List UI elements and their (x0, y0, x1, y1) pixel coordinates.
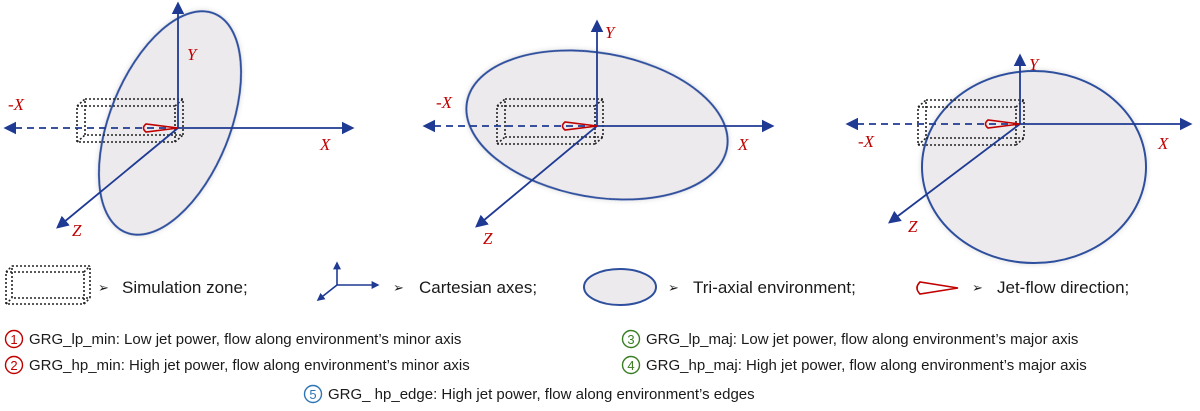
case-number: 1 (10, 332, 17, 347)
case-item: 1 GRG_lp_min: Low jet power, flow along e… (4, 329, 461, 349)
legend: ➢ Simulation zone; ➢ Cartesian axes; ➢ T… (5, 261, 1129, 306)
neg-x-axis-label: -X (436, 93, 453, 112)
x-axis-label: X (319, 135, 331, 154)
jet-flow-icon (984, 119, 1021, 129)
case-number: 2 (10, 358, 17, 373)
ellipse-icon (583, 268, 657, 306)
jet-flow-icon (142, 123, 179, 133)
triaxial-environment-ellipse (97, 10, 243, 236)
legend-label: Jet-flow direction; (997, 278, 1129, 297)
case-description: GRG_ hp_edge: High jet power, flow along… (328, 386, 755, 403)
case-description: GRG_lp_maj: Low jet power, flow along en… (646, 331, 1078, 348)
jet-flow-icon (561, 121, 598, 131)
case-number-circle-icon (621, 329, 641, 349)
legend-bullet: ➢ (972, 281, 983, 296)
case-number-circle-icon (4, 355, 24, 375)
neg-x-axis-label: -X (858, 132, 875, 151)
legend-item-triaxial-environment: ➢ Tri-axial environment; (583, 268, 856, 306)
case-number: 4 (627, 358, 634, 373)
x-axis-label: X (737, 135, 749, 154)
legend-item-jet-flow: ➢ Jet-flow direction; (916, 278, 1129, 297)
legend-bullet: ➢ (98, 281, 109, 296)
simulation-zone-box (76, 98, 184, 143)
legend-label: Tri-axial environment; (693, 278, 856, 297)
legend-label: Cartesian axes; (419, 278, 537, 297)
z-axis-label: Z (483, 229, 493, 248)
case-item: 4 GRG_hp_maj: High jet power, flow along … (621, 355, 1087, 375)
cartesian-axes (422, 19, 775, 228)
z-axis (475, 125, 598, 228)
panel-major-axis: X -X Y Z (422, 19, 775, 248)
legend-label: Simulation zone; (122, 278, 248, 297)
case-number-circle-icon (621, 355, 641, 375)
case-list: 1 GRG_lp_min: Low jet power, flow along e… (4, 329, 1087, 404)
z-axis-label: Z (908, 217, 918, 236)
case-number: 5 (309, 387, 316, 402)
case-description: GRG_hp_min: High jet power, flow along e… (29, 357, 470, 374)
legend-item-simulation-zone: ➢ Simulation zone; (5, 265, 248, 305)
panel-minor-axis: X -X Y Z (3, 1, 355, 240)
case-description: GRG_hp_maj: High jet power, flow along e… (646, 357, 1087, 374)
z-axis-label: Z (72, 221, 82, 240)
dotted-box-icon (5, 265, 91, 305)
neg-x-axis-label: -X (8, 95, 25, 114)
cartesian-axes (3, 1, 355, 229)
case-number: 3 (627, 332, 634, 347)
x-axis-label: X (1157, 134, 1169, 153)
z-axis (56, 127, 179, 229)
y-axis-label: Y (1029, 55, 1040, 74)
cartesian-axes (845, 53, 1193, 224)
triaxial-environment-ellipse (921, 70, 1147, 264)
legend-item-cartesian-axes: ➢ Cartesian axes; (316, 261, 537, 301)
y-axis-label: Y (605, 23, 616, 42)
case-number-circle-icon (303, 384, 323, 404)
case-item: 2 GRG_hp_min: High jet power, flow along … (4, 355, 470, 375)
y-axis-label: Y (187, 45, 198, 64)
case-number-circle-icon (4, 329, 24, 349)
simulation-zone-box (496, 98, 604, 145)
case-item: 5 GRG_ hp_edge: High jet power, flow alon… (303, 384, 755, 404)
jet-cone-icon (916, 281, 959, 295)
axes-icon (316, 261, 380, 301)
case-description: GRG_lp_min: Low jet power, flow along en… (29, 331, 461, 348)
case-item: 3 GRG_lp_maj: Low jet power, flow along e… (621, 329, 1078, 349)
legend-bullet: ➢ (668, 281, 679, 296)
legend-bullet: ➢ (393, 281, 404, 296)
panel-edge: X -X Y Z (845, 53, 1193, 264)
z-axis (887, 123, 1021, 224)
